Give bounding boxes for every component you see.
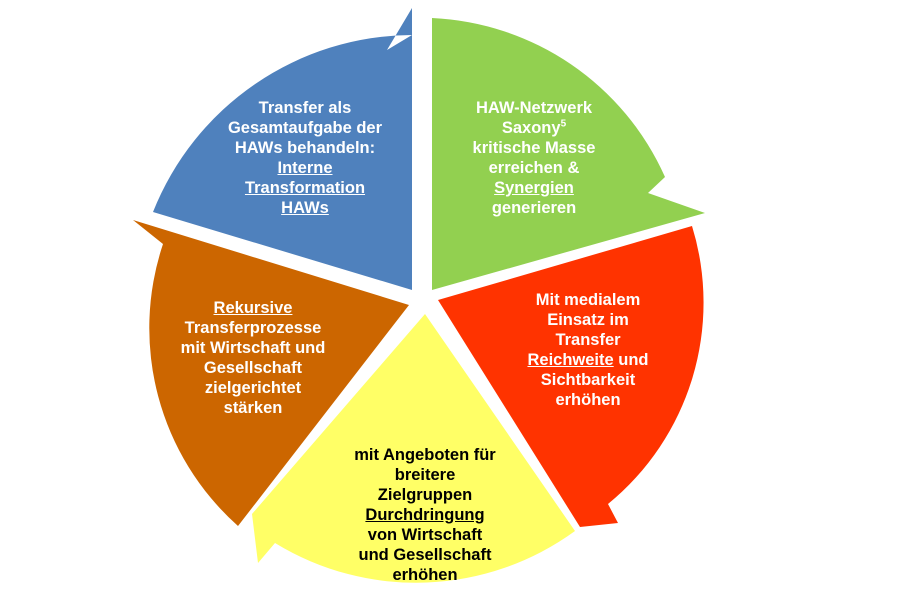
- segment-text-part: Transfer als: [258, 99, 352, 117]
- segment-text-part: mit Angeboten für: [354, 446, 496, 464]
- segment-line: Reichweite und: [488, 350, 688, 370]
- segment-line: Saxony5: [436, 118, 632, 138]
- segment-text-part: Saxony: [501, 119, 561, 137]
- segment-text-part: stärken: [223, 399, 283, 417]
- segment-line: HAW-Netzwerk: [436, 98, 632, 118]
- segment-right: [438, 226, 704, 527]
- segment-text-part: generieren: [491, 199, 577, 217]
- segment-text-part: Einsatz im: [547, 311, 629, 329]
- segment-line: zielgerichtet: [143, 378, 363, 398]
- segment-text-part: kritische Masse: [472, 139, 596, 157]
- segment-text-part: Gesellschaft: [203, 359, 303, 377]
- segment-line: generieren: [436, 198, 632, 218]
- segment-text-part: Sichtbarkeit: [540, 371, 636, 389]
- segment-text-part: erreichen &: [488, 159, 580, 177]
- segment-line: erhöhen: [488, 390, 688, 410]
- segment-line: mit Angeboten für: [320, 445, 530, 465]
- segment-line: von Wirtschaft: [320, 525, 530, 545]
- segment-text-part: Mit medialem: [535, 291, 641, 309]
- segment-line: HAWs: [195, 198, 415, 218]
- segment-text-part: HAW-Netzwerk: [475, 99, 593, 117]
- segment-line: Einsatz im: [488, 310, 688, 330]
- segment-top-left: [153, 8, 412, 290]
- segment-line: erreichen &: [436, 158, 632, 178]
- segment-text-part: Zielgruppen: [377, 486, 473, 504]
- segment-text-part: erhöhen: [392, 566, 458, 584]
- segment-text-part: Interne: [277, 159, 333, 177]
- segment-line: stärken: [143, 398, 363, 418]
- segment-line: Transformation: [195, 178, 415, 198]
- segment-line: kritische Masse: [436, 138, 632, 158]
- segment-text-part: Transferprozesse: [184, 319, 322, 337]
- segment-text-part: mit Wirtschaft und: [180, 339, 326, 357]
- segment-line: Interne: [195, 158, 415, 178]
- segment-text-part: breitere: [394, 466, 456, 484]
- segment-text-part: Transformation: [244, 179, 366, 197]
- segment-line: Transfer als: [195, 98, 415, 118]
- segment-line: breitere: [320, 465, 530, 485]
- segment-line: Sichtbarkeit: [488, 370, 688, 390]
- segment-line: Mit medialem: [488, 290, 688, 310]
- segment-line: Durchdringung: [320, 505, 530, 525]
- segment-line: Zielgruppen: [320, 485, 530, 505]
- segment-line: HAWs behandeln:: [195, 138, 415, 158]
- segment-line: und Gesellschaft: [320, 545, 530, 565]
- segment-line: Rekursive: [143, 298, 363, 318]
- segment-line: Synergien: [436, 178, 632, 198]
- segment-line: Transfer: [488, 330, 688, 350]
- segment-text-part: zielgerichtet: [204, 379, 302, 397]
- segment-text-part: Synergien: [494, 179, 574, 197]
- segment-top-right: [432, 18, 705, 290]
- segment-left: [133, 220, 409, 526]
- superscript: 5: [560, 118, 567, 130]
- segment-text-part: Transfer: [555, 331, 621, 349]
- segment-text-part: HAWs: [281, 199, 329, 217]
- segment-line: erhöhen: [320, 565, 530, 585]
- segment-text-part: und: [613, 351, 649, 369]
- segment-bottom: [252, 314, 575, 583]
- segment-line: Transferprozesse: [143, 318, 363, 338]
- segment-text-part: von Wirtschaft: [367, 526, 483, 544]
- segment-text-part: Reichweite: [527, 351, 614, 369]
- segment-line: Gesellschaft: [143, 358, 363, 378]
- segment-text-part: Rekursive: [213, 299, 293, 317]
- segment-text-part: erhöhen: [555, 391, 621, 409]
- segment-text-part: Gesamtaufgabe der: [227, 119, 383, 137]
- segment-text-part: Durchdringung: [365, 506, 485, 524]
- segment-line: mit Wirtschaft und: [143, 338, 363, 358]
- segment-text-part: HAWs behandeln:: [234, 139, 376, 157]
- segment-line: Gesamtaufgabe der: [195, 118, 415, 138]
- segment-text-part: und Gesellschaft: [358, 546, 492, 564]
